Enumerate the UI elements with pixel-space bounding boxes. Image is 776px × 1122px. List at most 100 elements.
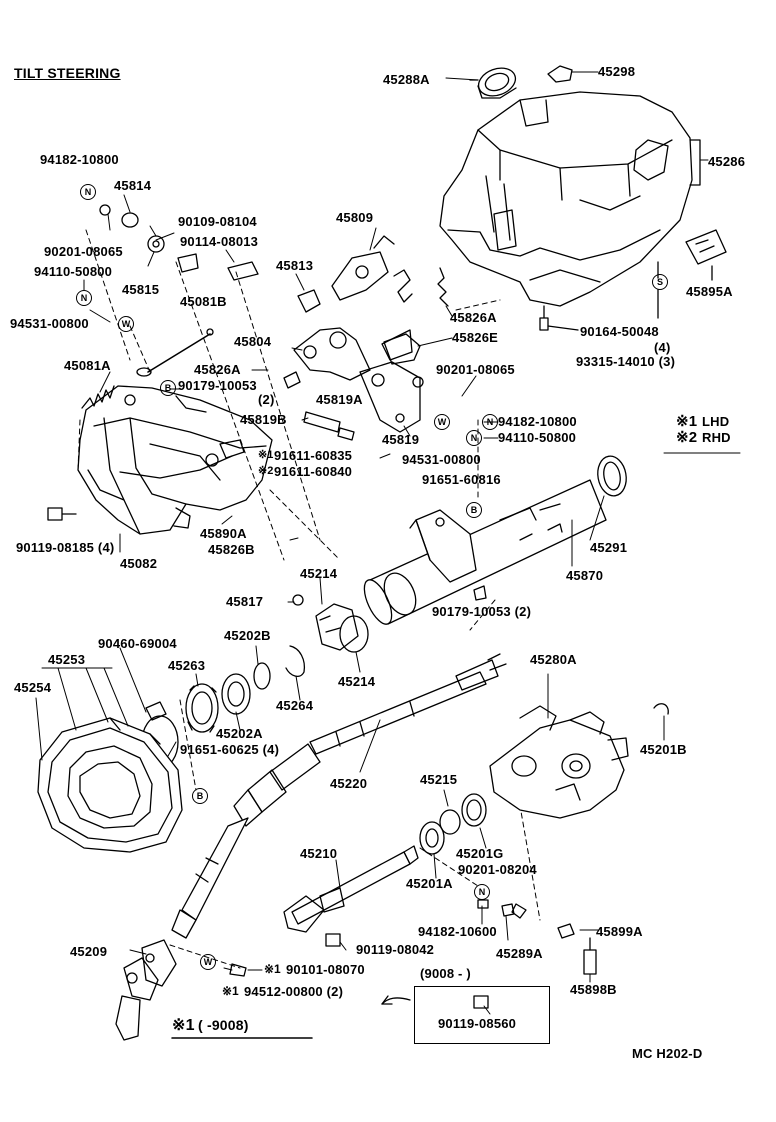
part-45202a: 45202A xyxy=(216,726,263,741)
part-45813: 45813 xyxy=(276,258,314,273)
part-90109: 90109-08104 xyxy=(178,214,257,229)
badge-n: N xyxy=(482,414,498,430)
column-tube-45870 xyxy=(363,479,607,625)
part-94531-b: 94531-00800 xyxy=(402,452,481,467)
part-45201a: 45201A xyxy=(406,876,453,891)
mark-2-91611: ※2 xyxy=(258,465,274,477)
part-45870: 45870 xyxy=(566,568,604,583)
part-45899a: 45899A xyxy=(596,924,643,939)
part-45209: 45209 xyxy=(70,944,108,959)
legend-mark-1: ※1 xyxy=(676,413,698,430)
badge-n: N xyxy=(76,290,92,306)
part-94512: 94512-00800 (2) xyxy=(244,984,344,999)
part-45890a: 45890A xyxy=(200,526,247,541)
ring-45288a xyxy=(469,67,517,99)
footer-note-range: ( -9008) xyxy=(198,1017,249,1033)
part-45826e: 45826E xyxy=(452,330,499,345)
legend-mark-2: ※2 xyxy=(676,429,698,446)
part-45220: 45220 xyxy=(330,776,368,791)
part-45819b: 45819B xyxy=(240,412,287,427)
part-94531-a: 94531-00800 xyxy=(10,316,89,331)
lower-shaft-45210 xyxy=(283,845,419,933)
universal-joint-45209 xyxy=(115,939,177,1041)
part-94110-b: 94110-50800 xyxy=(498,430,577,445)
revision-box-part: 90119-08560 xyxy=(438,1016,517,1031)
part-45826b: 45826B xyxy=(208,542,255,557)
part-91651-b: 91651-60625 (4) xyxy=(180,742,280,757)
intermediate-shaft-45209 xyxy=(171,743,321,939)
part-45202b: 45202B xyxy=(224,628,271,643)
badge-s: S xyxy=(652,274,668,290)
part-94182-a: 94182-10800 xyxy=(40,152,119,167)
part-90201-c: 90201-08204 xyxy=(458,862,537,877)
part-90164-qty: (4) xyxy=(654,340,671,355)
part-90460: 90460-69004 xyxy=(98,636,177,651)
lower-bracket-45280a xyxy=(489,705,629,819)
part-90164: 90164-50048 xyxy=(580,324,659,339)
part-45819: 45819 xyxy=(382,432,420,447)
part-45215: 45215 xyxy=(420,772,458,787)
part-90179-b: 90179-10053 (2) xyxy=(432,604,532,619)
badge-w: W xyxy=(118,316,134,332)
badge-b: B xyxy=(160,380,176,396)
part-45214-b: 45214 xyxy=(338,674,376,689)
tilt-bracket-45082 xyxy=(77,385,273,535)
badge-b: B xyxy=(192,788,208,804)
part-45081b: 45081B xyxy=(180,294,227,309)
part-45264: 45264 xyxy=(276,698,314,713)
clip-45298 xyxy=(547,65,573,83)
badge-n: N xyxy=(474,884,490,900)
part-45817: 45817 xyxy=(226,594,264,609)
part-90201-b: 90201-08065 xyxy=(436,362,515,377)
mark-1-90101: ※1 xyxy=(264,962,281,976)
part-94182-b: 94182-10800 xyxy=(498,414,577,429)
part-45081a: 45081A xyxy=(64,358,111,373)
revision-box-range: (9008 - ) xyxy=(420,966,471,981)
part-91611-a: 91611-60835 xyxy=(274,448,353,463)
bearing-45263 xyxy=(185,683,219,733)
part-45289a: 45289A xyxy=(496,946,543,961)
part-45201b: 45201B xyxy=(640,742,687,757)
sleeve-45214 xyxy=(315,603,369,653)
part-91611-b: 91611-60840 xyxy=(274,464,353,479)
tilt-lever-assembly xyxy=(293,327,424,433)
bushing-45291 xyxy=(597,455,627,497)
part-45280a: 45280A xyxy=(530,652,577,667)
spring-45081a xyxy=(81,385,115,409)
part-90179-a: 90179-10053 xyxy=(178,378,257,393)
part-45898b: 45898B xyxy=(570,982,617,997)
badge-w: W xyxy=(200,954,216,970)
part-45809: 45809 xyxy=(336,210,374,225)
part-45895a: 45895A xyxy=(686,284,733,299)
part-90119-b: 90119-08042 xyxy=(356,942,435,957)
part-45201g: 45201G xyxy=(456,846,504,861)
badge-b: B xyxy=(466,502,482,518)
revision-box xyxy=(414,986,550,1044)
label-plate-45895a xyxy=(685,229,727,265)
part-45826a-right: 45826A xyxy=(450,310,497,325)
part-90114: 90114-08013 xyxy=(180,234,259,249)
main-shaft-45220 xyxy=(309,653,507,755)
diagram-title: TILT STEERING xyxy=(14,65,121,81)
part-94110-a: 94110-50800 xyxy=(34,264,113,279)
diagram-code: MC H202-D xyxy=(632,1046,703,1061)
badge-w: W xyxy=(434,414,450,430)
column-boot-45254 xyxy=(37,717,183,853)
part-45286: 45286 xyxy=(708,154,746,169)
part-45814: 45814 xyxy=(114,178,152,193)
footer-note-mark: ※1 xyxy=(172,1017,195,1034)
part-45819a: 45819A xyxy=(316,392,363,407)
part-45263: 45263 xyxy=(168,658,206,673)
part-45214-a: 45214 xyxy=(300,566,338,581)
mark-1-94512: ※1 xyxy=(222,984,239,998)
part-90201-a: 90201-08065 xyxy=(44,244,123,259)
part-45826a-left: 45826A xyxy=(194,362,241,377)
part-45082: 45082 xyxy=(120,556,158,571)
part-45804: 45804 xyxy=(234,334,272,349)
upper-column-cover xyxy=(439,91,701,307)
part-45288a: 45288A xyxy=(383,72,430,87)
part-45210: 45210 xyxy=(300,846,338,861)
part-93315: 93315-14010 (3) xyxy=(576,354,676,369)
part-94182-c: 94182-10600 xyxy=(418,924,497,939)
